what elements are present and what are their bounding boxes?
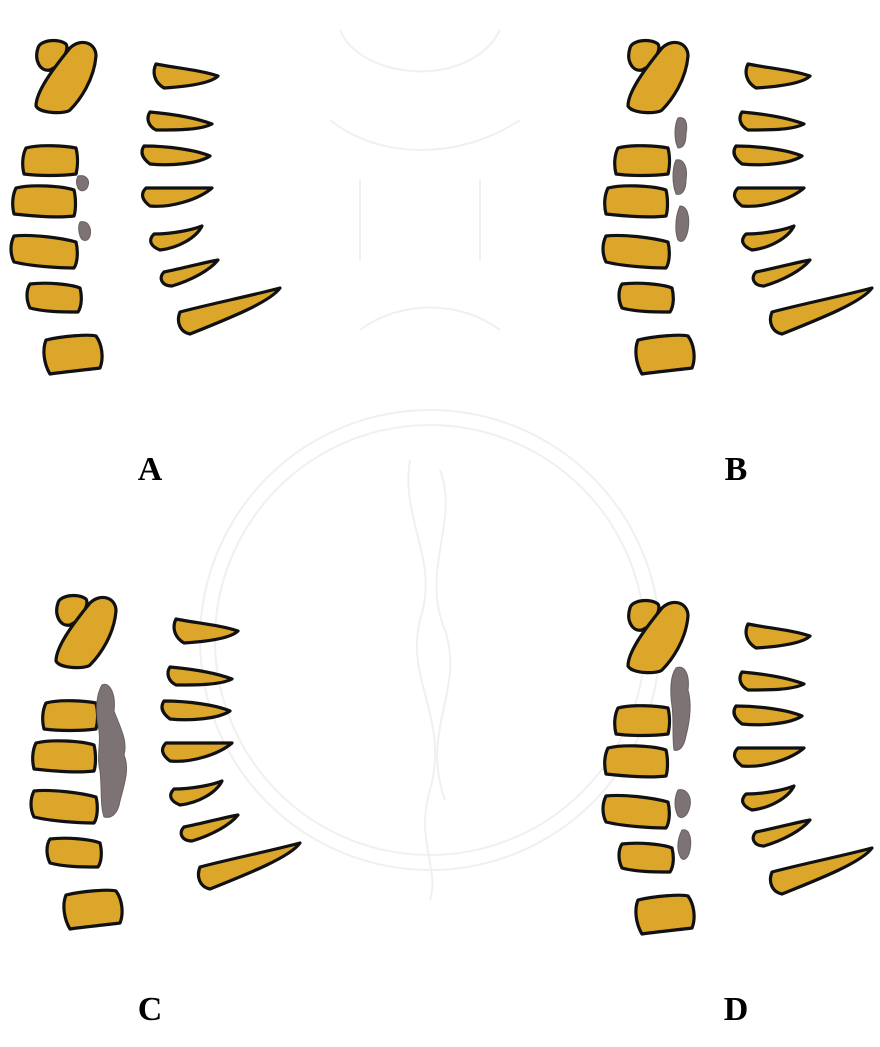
spinous-process-5 [151, 226, 202, 250]
spinous-process-5 [743, 786, 794, 810]
panel-b [603, 41, 872, 374]
panel-label-a: A [138, 451, 163, 488]
ossification-lesions [77, 176, 91, 241]
spinous-process-1 [154, 64, 218, 88]
vertebral-body-7 [636, 895, 694, 934]
spinous-process-1 [746, 624, 810, 648]
spinous-processes [734, 624, 872, 894]
vertebral-body-3 [615, 706, 670, 736]
vertebral-body-3 [23, 146, 78, 176]
ossification-mass-1 [77, 176, 89, 191]
vertebral-body-7 [44, 335, 102, 374]
ossification-lesions [671, 667, 691, 859]
spinous-process-6 [181, 815, 238, 841]
vertebral-bodies [11, 41, 102, 374]
spinous-process-4 [163, 743, 232, 761]
panel-label-b: B [725, 451, 748, 488]
vertebral-body-5 [11, 235, 77, 268]
spinous-process-4 [735, 188, 804, 206]
vertebral-bodies [603, 601, 694, 934]
vertebral-body-7 [64, 890, 122, 929]
spinous-process-3 [142, 146, 210, 165]
spinous-process-6 [753, 260, 810, 286]
seal-watermark-icon [200, 30, 660, 900]
vertebral-body-7 [636, 335, 694, 374]
spinous-process-2 [740, 112, 804, 130]
spinous-process-7 [770, 848, 872, 894]
panel-d [603, 601, 872, 934]
spinous-process-1 [746, 64, 810, 88]
vertebral-body-3 [615, 146, 670, 176]
ossification-mass-2 [673, 160, 687, 195]
vertebral-body-4 [33, 741, 96, 772]
panels: A B C D [11, 41, 872, 1028]
spinous-process-3 [734, 706, 802, 725]
panel-a [11, 41, 280, 374]
spinous-process-3 [734, 146, 802, 165]
spinous-process-2 [740, 672, 804, 690]
vertebral-body-3 [43, 701, 98, 731]
spinous-process-2 [148, 112, 212, 130]
spinous-process-4 [735, 748, 804, 766]
spinous-process-5 [743, 226, 794, 250]
ossification-mass-2 [675, 790, 690, 818]
panel-c [31, 596, 300, 929]
spinous-process-3 [162, 701, 230, 720]
ossification-mass-1 [97, 684, 127, 817]
spinous-process-1 [174, 619, 238, 643]
vertebral-body-4 [605, 746, 668, 777]
vertebral-body-6 [619, 843, 673, 872]
spinous-processes [734, 64, 872, 334]
spinous-process-6 [161, 260, 218, 286]
ossification-mass-3 [676, 206, 689, 242]
vertebral-body-6 [619, 283, 673, 312]
ossification-lesions [673, 118, 689, 242]
ossification-mass-1 [671, 667, 690, 750]
spinous-process-2 [168, 667, 232, 685]
vertebral-body-5 [603, 795, 669, 828]
vertebral-body-4 [605, 186, 668, 217]
ossification-mass-2 [79, 222, 91, 241]
vertebral-body-5 [31, 790, 97, 823]
spinous-process-4 [143, 188, 212, 206]
spinous-process-7 [198, 843, 300, 889]
vertebral-body-5 [603, 235, 669, 268]
ossification-lesions [97, 684, 127, 817]
spinous-processes [142, 64, 280, 334]
ossification-mass-3 [678, 830, 691, 860]
vertebral-body-6 [27, 283, 81, 312]
ossification-mass-1 [675, 118, 687, 148]
spinous-process-7 [770, 288, 872, 334]
vertebral-body-6 [47, 838, 101, 867]
vertebral-body-4 [13, 186, 76, 217]
spinous-process-6 [753, 820, 810, 846]
panel-label-c: C [138, 991, 163, 1028]
panel-label-d: D [724, 991, 749, 1028]
spinous-process-7 [178, 288, 280, 334]
spinous-process-5 [171, 781, 222, 805]
